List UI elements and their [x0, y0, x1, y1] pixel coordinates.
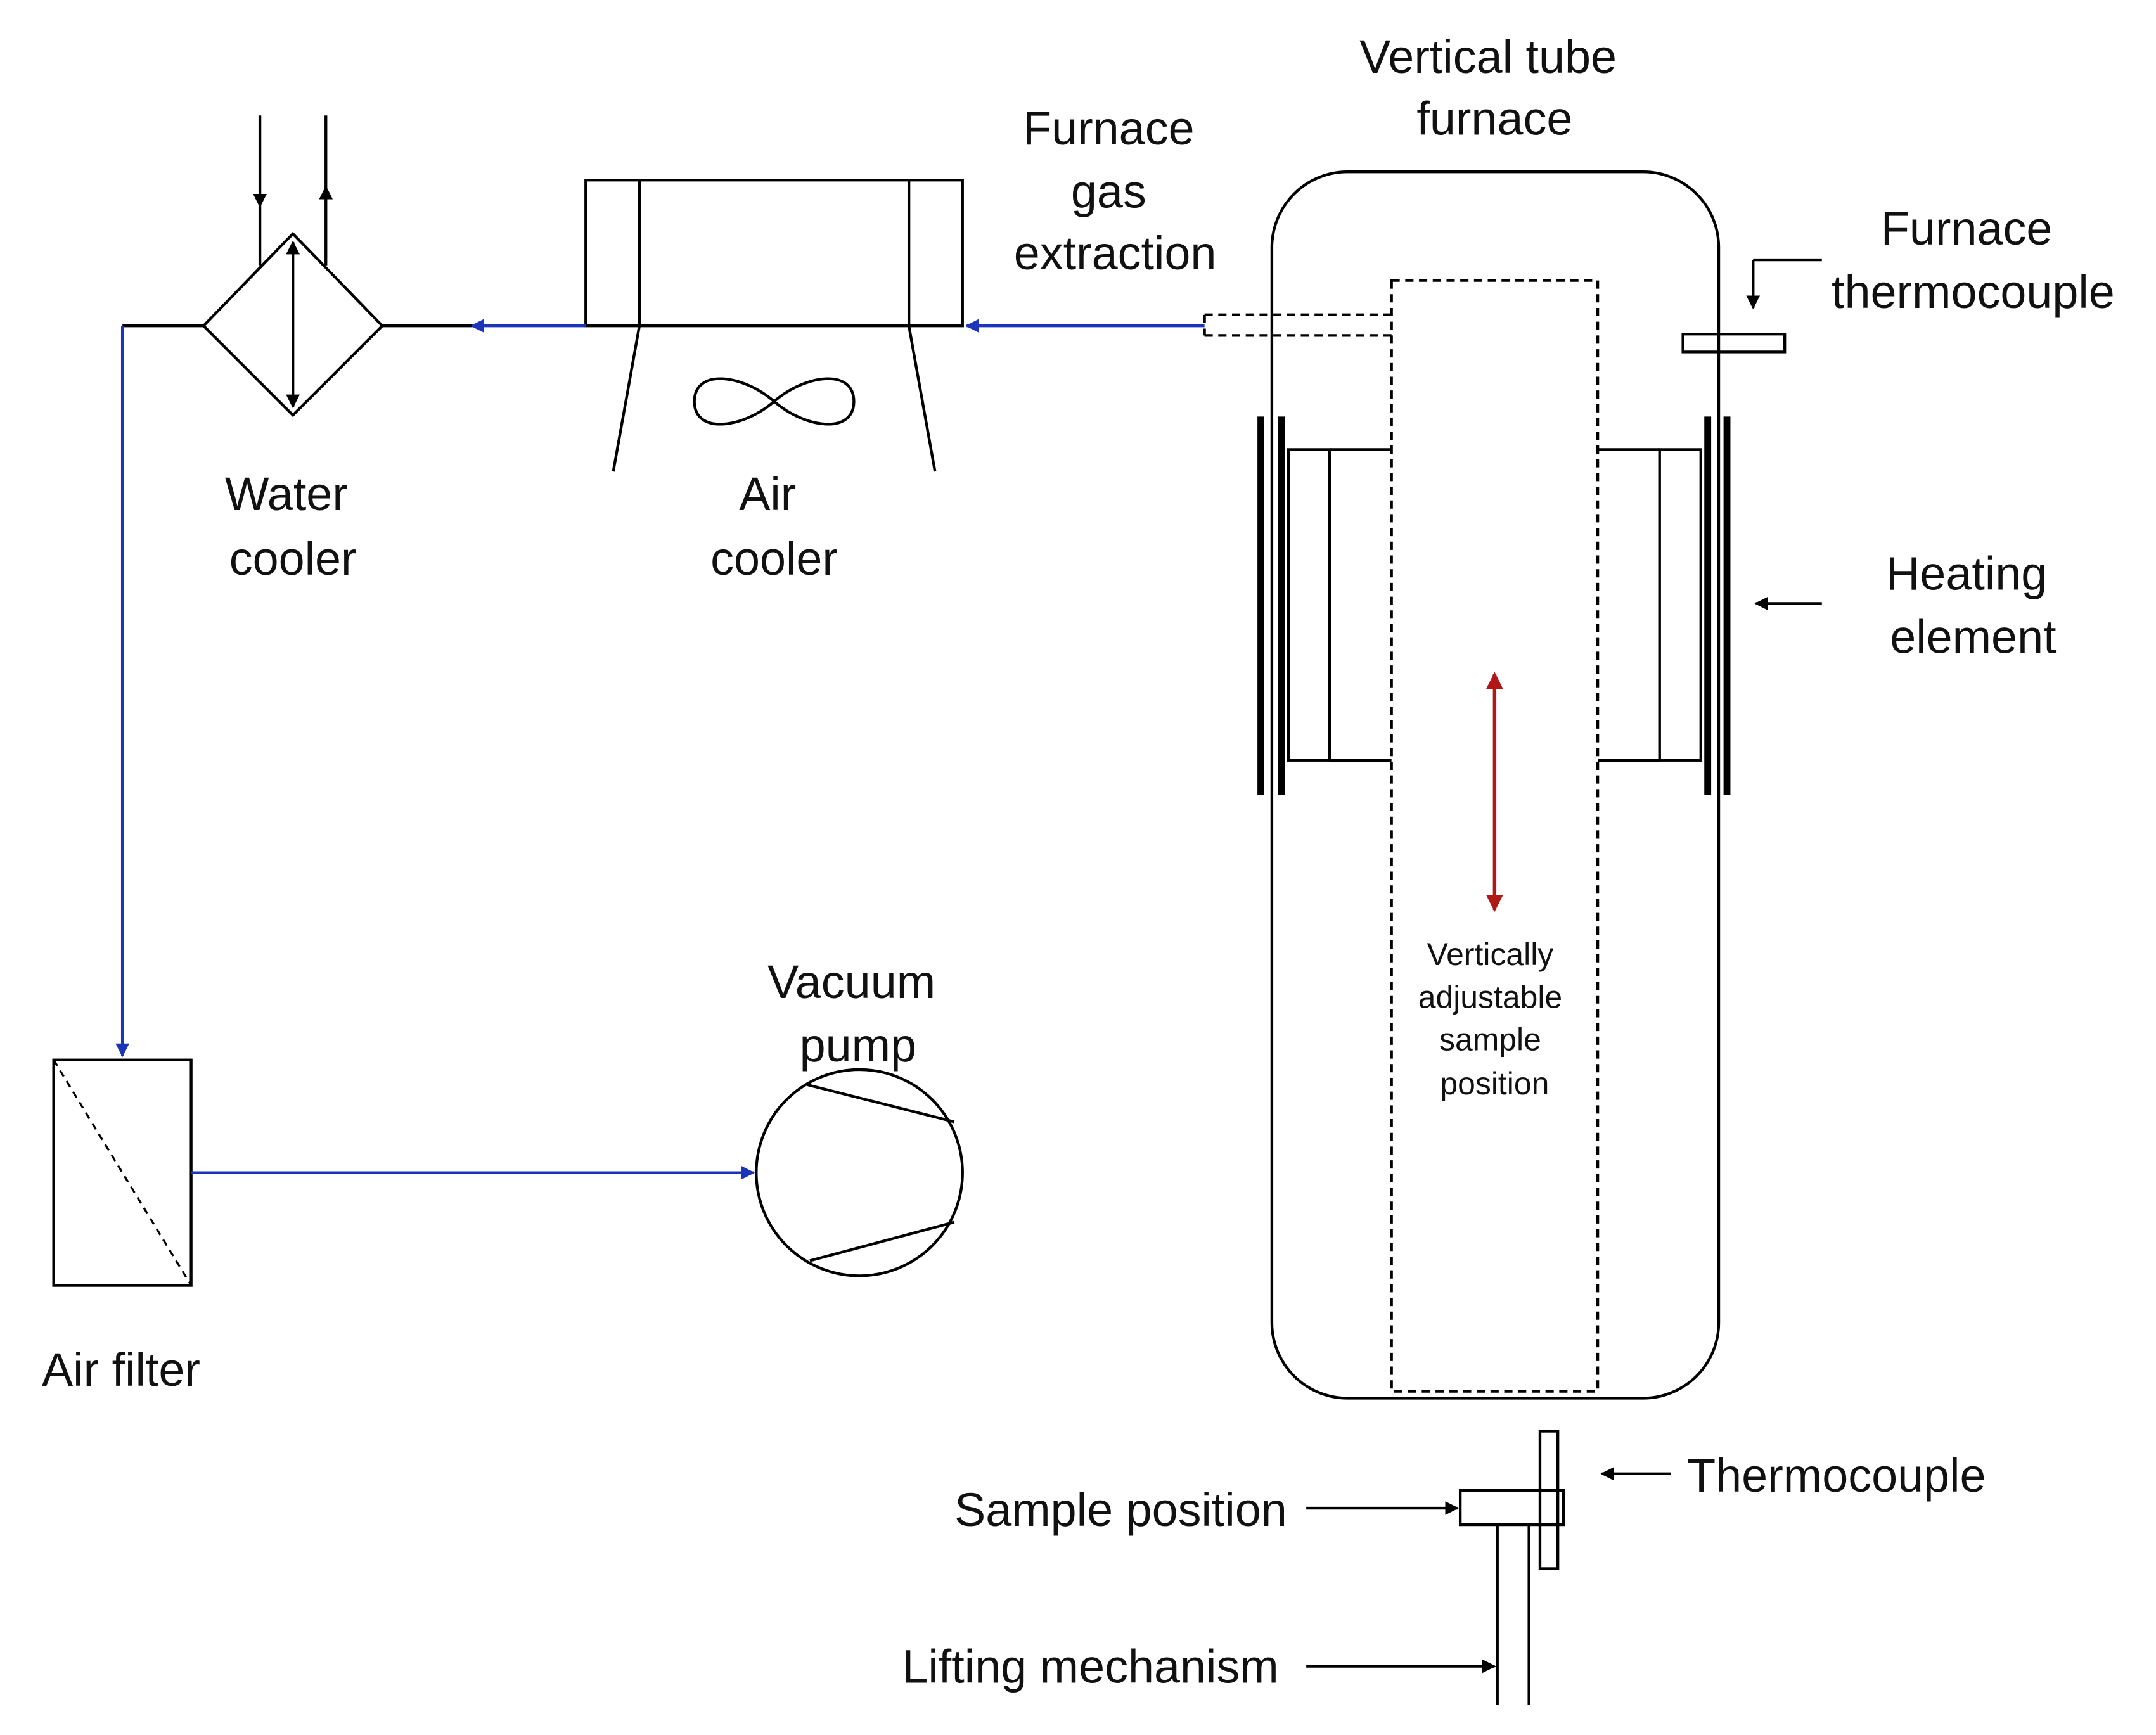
vertically-adjustable-label: Vertically adjustable sample position — [1418, 937, 1571, 1101]
furnace-gas-extraction-label: Furnace gas extraction — [1014, 102, 1217, 279]
lifting-mechanism-label: Lifting mechanism — [902, 1641, 1278, 1693]
air-filter — [52, 1058, 193, 1287]
water-cooler-label: Water cooler — [225, 468, 361, 585]
furnace-thermocouple-label: Furnace thermocouple — [1832, 202, 2115, 318]
heating-element-label: Heating element — [1886, 547, 2060, 663]
sample-tube — [1390, 279, 1600, 1393]
air-cooler-label: Air cooler — [710, 468, 838, 585]
sample-holder — [1458, 1430, 1565, 1705]
gas-extraction-pipe — [1203, 313, 1392, 337]
vertical-tube-furnace — [1270, 170, 1721, 1400]
thermocouple-label: Thermocouple — [1687, 1449, 1986, 1502]
furnace-thermocouple-plate — [1681, 333, 1787, 354]
air-filter-label: Air filter — [42, 1343, 200, 1396]
vacuum-pump — [755, 1068, 964, 1277]
heating-element-right — [1598, 416, 1731, 795]
heating-element-left — [1257, 416, 1392, 795]
vertical-tube-furnace-label: Vertical tube furnace — [1359, 30, 1629, 145]
sample-position-label: Sample position — [954, 1483, 1287, 1536]
vacuum-pump-label: Vacuum pump — [767, 956, 949, 1072]
air-cooler — [584, 179, 964, 472]
fan-icon — [693, 377, 856, 426]
gas-flow-lines — [115, 319, 1205, 1180]
water-cooler — [202, 115, 385, 418]
